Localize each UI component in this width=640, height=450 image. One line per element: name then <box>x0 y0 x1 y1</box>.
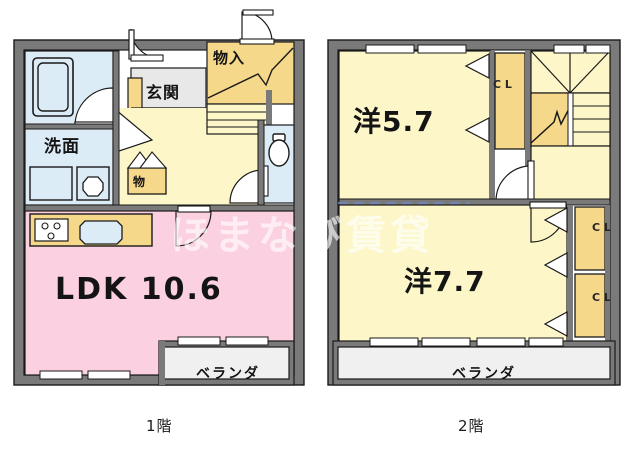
storage-monoiri <box>206 41 295 105</box>
room-western-7-7 <box>338 204 568 346</box>
kitchen-sink <box>79 220 123 245</box>
closet-cl-right-lower <box>574 273 606 338</box>
washroom-hall-wall <box>112 50 120 206</box>
room-western-5-7 <box>338 50 491 202</box>
closet-right-arrow-2 <box>543 251 568 279</box>
room77-window-2 <box>421 337 471 347</box>
toilet-bowl <box>268 139 290 167</box>
veranda1-floor <box>163 346 290 380</box>
closet-mono-door-right <box>138 151 168 169</box>
stair-break-line <box>530 106 571 144</box>
ldk-veranda-window-1 <box>177 336 221 346</box>
floor-2-plan <box>327 39 621 386</box>
room77-window-3 <box>476 337 526 347</box>
closets-right-outer-wall <box>605 205 610 345</box>
bath-washroom-wall <box>24 123 114 130</box>
stove-burner-2 <box>53 222 61 230</box>
closet-top-left-wall <box>489 51 495 201</box>
hall-ldk-divider-wall <box>24 204 295 212</box>
floor-caption-1f: 1階 <box>146 417 173 435</box>
closet-top-door-arrow-2 <box>464 117 490 143</box>
stair-window <box>553 44 585 54</box>
closets-right-wall <box>567 205 573 345</box>
room77-window-4 <box>528 337 564 347</box>
ldk-door-swing <box>175 210 212 247</box>
ldk-window-2 <box>87 370 131 380</box>
closet-right-arrow-1 <box>543 206 568 234</box>
storage-door-leaf <box>242 9 274 16</box>
room77-window-1 <box>369 337 419 347</box>
floor2-mid-wall <box>338 198 611 206</box>
storage-door-threshold <box>239 38 275 45</box>
room57-window-1 <box>365 44 415 54</box>
toilet-hall-wall <box>257 119 265 206</box>
closet-cl-right-upper <box>574 206 606 271</box>
stair-winder-line-2 <box>569 50 611 94</box>
closet-right-arrow-3 <box>543 310 568 338</box>
front-door-threshold <box>130 54 164 62</box>
closet-mono <box>127 167 167 195</box>
stair-winder-line-1 <box>530 50 571 94</box>
stove-burner-3 <box>47 232 55 240</box>
room77-door-opening <box>529 201 567 209</box>
ldk-door-opening <box>177 205 211 213</box>
room57-window-2 <box>417 44 467 54</box>
washing-machine-space <box>29 166 73 201</box>
under-stair-line <box>207 47 294 99</box>
closet-top-right-wall <box>525 51 531 201</box>
ldk-window-1 <box>39 370 83 380</box>
veranda2-floor <box>337 346 611 380</box>
stair-window-2 <box>585 44 611 54</box>
stair-wall <box>266 90 272 135</box>
floor-caption-2f: 2階 <box>458 417 485 435</box>
closet-cl-top <box>494 52 526 150</box>
closet-top-door-arrow-1 <box>464 53 490 79</box>
bathtub-inner <box>37 62 69 112</box>
stove-burner-1 <box>41 222 49 230</box>
stair-stringer <box>567 92 574 147</box>
hall-2f <box>530 145 611 203</box>
ldk-veranda-window-2 <box>225 336 269 346</box>
veranda1-left-wall <box>159 341 165 385</box>
washbasin-sink-icon <box>82 176 104 197</box>
room57-door-leaf <box>527 160 535 202</box>
floor-1-plan <box>13 9 305 386</box>
